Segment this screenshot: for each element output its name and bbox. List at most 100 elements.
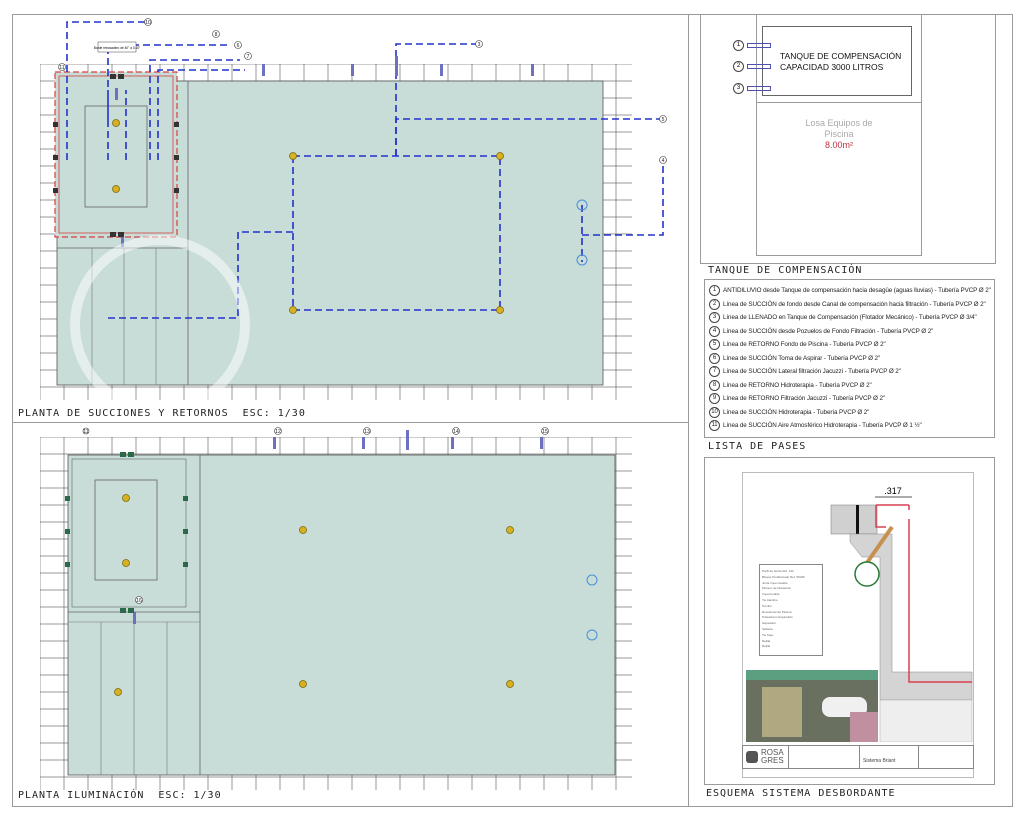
detail-legend-item: Rejilla xyxy=(762,644,771,649)
svg-text:12: 12 xyxy=(275,429,281,435)
pase-number: 4 xyxy=(709,325,720,337)
pase-number: 11 xyxy=(709,420,720,432)
vertical-divider xyxy=(688,14,689,807)
dimension-label: .317 xyxy=(884,486,902,496)
watermark-ring xyxy=(70,235,250,415)
detail-panel xyxy=(704,457,995,785)
drains xyxy=(112,119,504,314)
detail-legend-item: Rejilla xyxy=(762,638,771,643)
sheet-frame xyxy=(12,14,1013,807)
tank-panel xyxy=(700,14,996,264)
brand-top: ROSA xyxy=(761,748,784,757)
pase-text: Línea de SUCCIÓN Toma de Aspirar - Tuber… xyxy=(723,354,881,362)
detail-sheet xyxy=(742,472,974,778)
detail-legend-item: Separador xyxy=(762,621,777,626)
detail-legend-item: Mortero de Nivelación xyxy=(762,586,792,591)
tank-title: TANQUE DE COMPENSACIÓN xyxy=(708,265,863,276)
svg-text:3: 3 xyxy=(478,42,481,48)
pase-number: 3 xyxy=(709,312,720,324)
svg-text:11: 11 xyxy=(59,65,64,71)
detail-legend-item: Junta Impermeable xyxy=(762,580,788,585)
detail-legend-item: Tie Tape xyxy=(762,632,774,637)
plan-bottom-title: PLANTA ILUMINACIÓN ESC: 1/30 xyxy=(18,790,222,801)
equipment-slab xyxy=(756,14,922,256)
pase-number: 9 xyxy=(709,393,720,405)
pase-text: Línea de RETORNO Fondo de Piscina - Tube… xyxy=(723,341,886,349)
svg-text:13: 13 xyxy=(364,429,370,435)
inlet-tag: 3 xyxy=(733,82,744,94)
brand-bottom: GRES xyxy=(761,756,784,765)
horizontal-divider xyxy=(12,422,688,423)
pase-text: ANTIDILUVIO desde Tanque de compensación… xyxy=(723,287,991,295)
compensation-tank xyxy=(762,26,912,96)
detail-legend-item: Revestimiento Piscina xyxy=(762,609,792,614)
slab-line2: Piscina xyxy=(824,129,854,139)
pase-text: Línea de LLENADO en Tanque de Compensaci… xyxy=(723,314,977,322)
pase-number: 10 xyxy=(709,406,720,418)
project-label: Sistema Briant xyxy=(860,746,919,768)
tank-inlets: 1 2 3 xyxy=(733,35,771,99)
lights xyxy=(114,494,514,696)
pase-text: Línea de RETORNO Filtración Jacuzzi - Tu… xyxy=(723,395,886,403)
pool-water xyxy=(67,454,616,776)
pase-number: 8 xyxy=(709,379,720,391)
svg-text:10: 10 xyxy=(145,20,151,26)
svg-text:14: 14 xyxy=(453,429,459,435)
inlet-tag: 1 xyxy=(733,39,744,51)
overflow-section-drawing: .317 xyxy=(746,486,973,742)
detail-legend-item: Tornillo xyxy=(762,603,772,608)
tank-line2: CAPACIDAD 3000 LITROS xyxy=(780,62,884,72)
plan-top-title: PLANTA DE SUCCIONES Y RETORNOS ESC: 1/30 xyxy=(18,408,306,419)
slab-label: Losa Equipos de Piscina 8.00m² xyxy=(756,118,922,151)
detail-legend-item: Tie Alambre xyxy=(762,597,778,602)
svg-text:11: 11 xyxy=(83,429,88,435)
inlet-tag: 2 xyxy=(733,60,744,72)
pipe-tags: 10 8 6 7 3 5 4 11 xyxy=(58,18,667,164)
light-tags: 11 12 13 14 15 16 xyxy=(82,427,549,604)
pase-text: Línea de SUCCIÓN Aire Atmosférico Hidrot… xyxy=(723,422,922,430)
pipe-lines xyxy=(66,21,664,319)
slab-line1: Losa Equipos de xyxy=(805,118,873,128)
wall-fittings xyxy=(115,56,534,247)
detail-title: ESQUEMA SISTEMA DESBORDANTE xyxy=(706,788,896,799)
pase-text: Línea de SUCCIÓN Hidroterapia - Tubería … xyxy=(723,408,870,416)
pases-title: LISTA DE PASES xyxy=(708,441,807,452)
svg-text:8: 8 xyxy=(215,32,218,38)
tank-line1: TANQUE DE COMPENSACIÓN xyxy=(780,51,902,61)
svg-text:7: 7 xyxy=(247,54,250,60)
pase-number: 5 xyxy=(709,339,720,351)
pase-number: 7 xyxy=(709,366,720,378)
tank-label: TANQUE DE COMPENSACIÓN CAPACIDAD 3000 LI… xyxy=(780,51,901,73)
svg-text:6: 6 xyxy=(237,43,240,49)
plan-iluminacion: 11 12 13 14 15 16 xyxy=(40,427,632,790)
detail-legend-item: Impermeable xyxy=(762,592,780,597)
pase-text: Línea de SUCCIÓN desde Pozuelos de Fondo… xyxy=(723,327,934,335)
detail-legend-item: Sellante xyxy=(762,626,773,631)
svg-text:4: 4 xyxy=(662,158,665,164)
svg-text:5: 5 xyxy=(662,117,665,123)
pase-number: 2 xyxy=(709,298,720,310)
detail-legend-item: Poliestireno Expandido xyxy=(762,615,793,620)
pase-number: 6 xyxy=(709,352,720,364)
callout-note: Borde rebosadero de 40" a 0.10" xyxy=(94,46,140,50)
pase-text: Línea de SUCCIÓN de fondo desde Canal de… xyxy=(723,300,986,308)
detail-legend-item: Bloque Prefabricado Ref. 56046 xyxy=(762,574,805,579)
svg-text:15: 15 xyxy=(542,429,548,435)
pase-number: 1 xyxy=(709,285,720,297)
slab-area: 8.00m² xyxy=(824,140,853,150)
